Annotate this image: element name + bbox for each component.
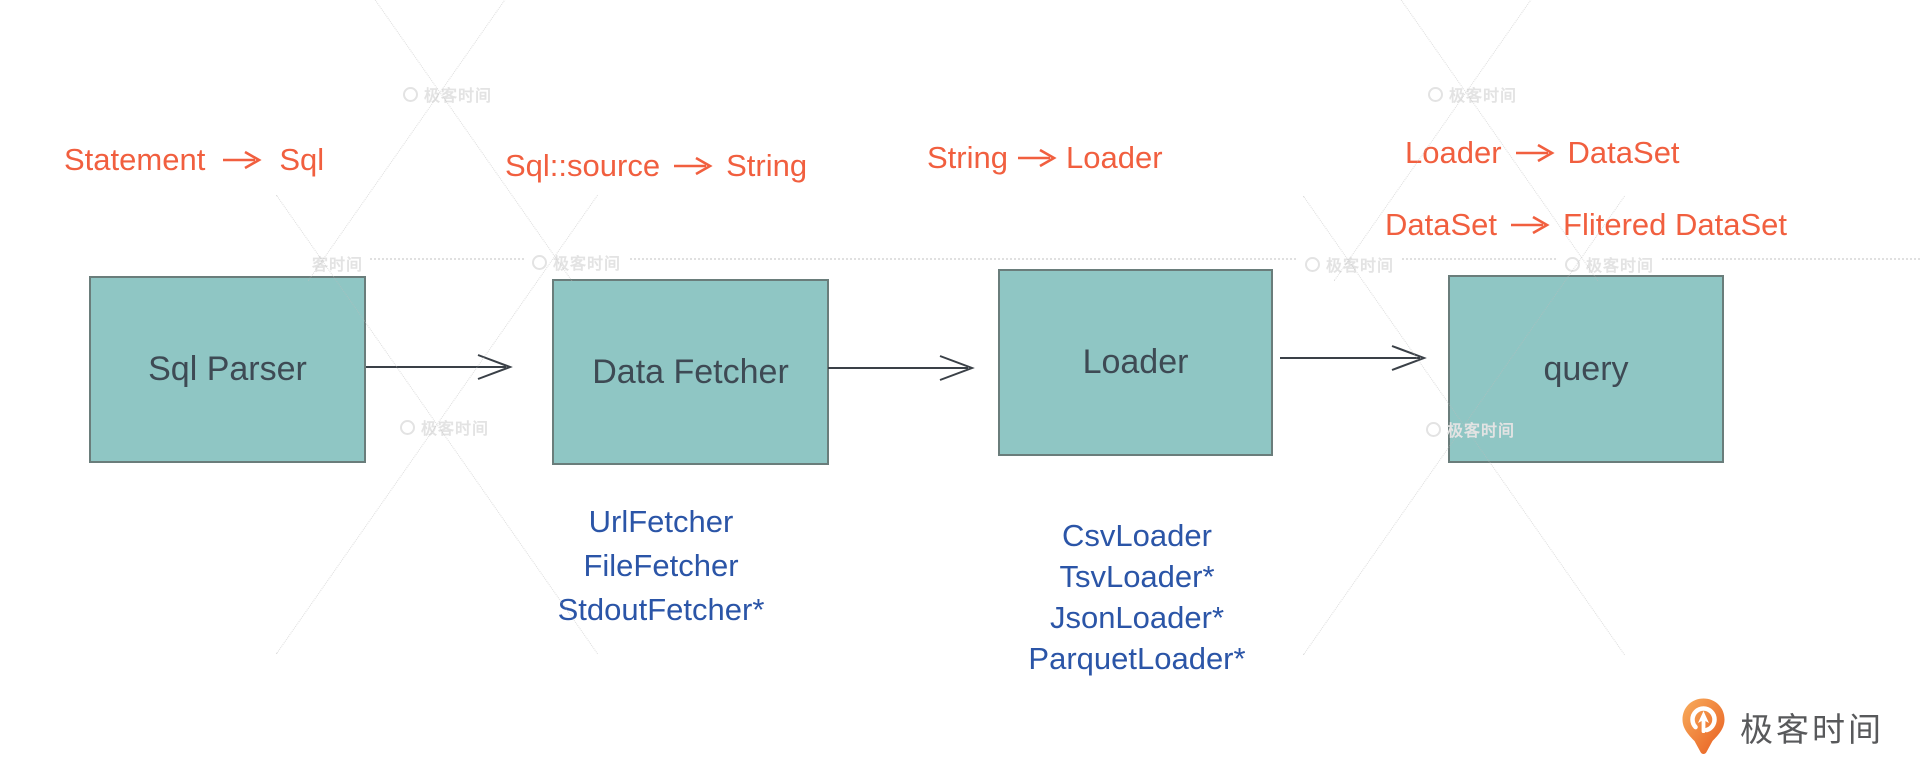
annotation-dataset-to-filtered-dataset: DataSet Flitered DataSet xyxy=(1385,207,1787,243)
box-label: Sql Parser xyxy=(148,350,307,388)
watermark-stamp: 极客时间 xyxy=(1426,417,1515,441)
box-label: Loader xyxy=(1082,343,1189,381)
geektime-logo-text: 极客时间 xyxy=(1740,711,1884,748)
list-item: ParquetLoader* xyxy=(1028,641,1246,676)
watermark-pin-icon xyxy=(403,86,418,102)
box-query: query xyxy=(1448,275,1724,463)
annotation-from: Loader xyxy=(1405,135,1502,170)
annotation-from: Statement xyxy=(64,142,206,177)
watermark-pin-icon xyxy=(1305,256,1320,272)
annotation-string-to-loader: String Loader xyxy=(927,140,1163,176)
watermark-stamp: 极客时间 xyxy=(1557,251,1663,277)
watermark-label: 极客时间 xyxy=(1586,258,1655,275)
list-item: TsvLoader* xyxy=(1059,559,1215,594)
watermark-stamp: 极客时间 xyxy=(1297,251,1403,277)
watermark-stamp-partial: 客时间 xyxy=(306,250,370,276)
watermark-diagonal xyxy=(307,0,573,282)
watermark-label: 极客时间 xyxy=(424,88,493,105)
box-sql-parser: Sql Parser xyxy=(89,276,366,463)
watermark-stamp: 极客时间 xyxy=(1428,82,1517,106)
arrow-right-icon xyxy=(1515,143,1555,163)
annotation-to: Flitered DataSet xyxy=(1563,207,1788,242)
watermark-label: 极客时间 xyxy=(1326,258,1395,275)
watermark-pin-icon xyxy=(400,419,415,435)
loader-implementations-list: CsvLoader TsvLoader* JsonLoader* Parquet… xyxy=(967,515,1307,679)
flow-arrow-sql-parser-to-data-fetcher xyxy=(366,354,513,380)
list-item: FileFetcher xyxy=(583,548,739,583)
box-data-fetcher: Data Fetcher xyxy=(552,279,829,465)
watermark-pin-icon xyxy=(532,254,547,270)
list-item: UrlFetcher xyxy=(588,504,734,539)
annotation-to: DataSet xyxy=(1567,135,1680,170)
fetcher-implementations-list: UrlFetcher FileFetcher StdoutFetcher* xyxy=(491,500,831,632)
annotation-from: String xyxy=(927,140,1008,175)
annotation-loader-to-dataset: Loader DataSet xyxy=(1405,135,1680,171)
list-item: StdoutFetcher* xyxy=(557,592,765,627)
watermark-pin-icon xyxy=(1428,86,1443,102)
box-label: Data Fetcher xyxy=(592,352,789,391)
list-item: CsvLoader xyxy=(1062,518,1212,553)
watermark-diagonal xyxy=(307,0,573,282)
arrow-right-icon xyxy=(223,150,262,170)
arrow-right-icon xyxy=(1017,148,1057,168)
watermark-pin-icon xyxy=(1565,256,1580,272)
watermark-label: 客时间 xyxy=(312,257,364,274)
watermark-stamp: 极客时间 xyxy=(400,415,489,439)
annotation-to: Sql xyxy=(279,142,325,177)
watermark-stamp: 极客时间 xyxy=(524,249,630,275)
annotation-from: Sql::source xyxy=(505,148,661,183)
annotation-from: DataSet xyxy=(1385,207,1498,242)
watermark-label: 极客时间 xyxy=(553,256,622,273)
box-label: query xyxy=(1543,349,1629,388)
watermark-label: 极客时间 xyxy=(1449,88,1518,105)
watermark-label: 极客时间 xyxy=(421,421,490,438)
watermark-label: 极客时间 xyxy=(1447,423,1516,440)
box-loader: Loader xyxy=(998,269,1273,456)
watermark-pin-icon xyxy=(1426,421,1441,437)
geektime-logo: 极客时间 xyxy=(1681,697,1884,757)
flow-arrow-loader-to-query xyxy=(1280,345,1427,371)
annotation-to: Loader xyxy=(1065,140,1163,175)
flow-arrow-data-fetcher-to-loader xyxy=(828,355,975,381)
annotation-sqlsource-to-string: Sql::source String xyxy=(505,148,807,184)
list-item: JsonLoader* xyxy=(1049,600,1225,635)
watermark-dotted-line xyxy=(358,258,1920,260)
geektime-pin-icon xyxy=(1682,698,1725,754)
annotation-to: String xyxy=(726,148,808,183)
arrow-right-icon xyxy=(674,156,713,176)
arrow-right-icon xyxy=(1511,215,1550,235)
annotation-statement-to-sql: Statement Sql xyxy=(64,142,324,178)
watermark-stamp: 极客时间 xyxy=(403,82,492,106)
